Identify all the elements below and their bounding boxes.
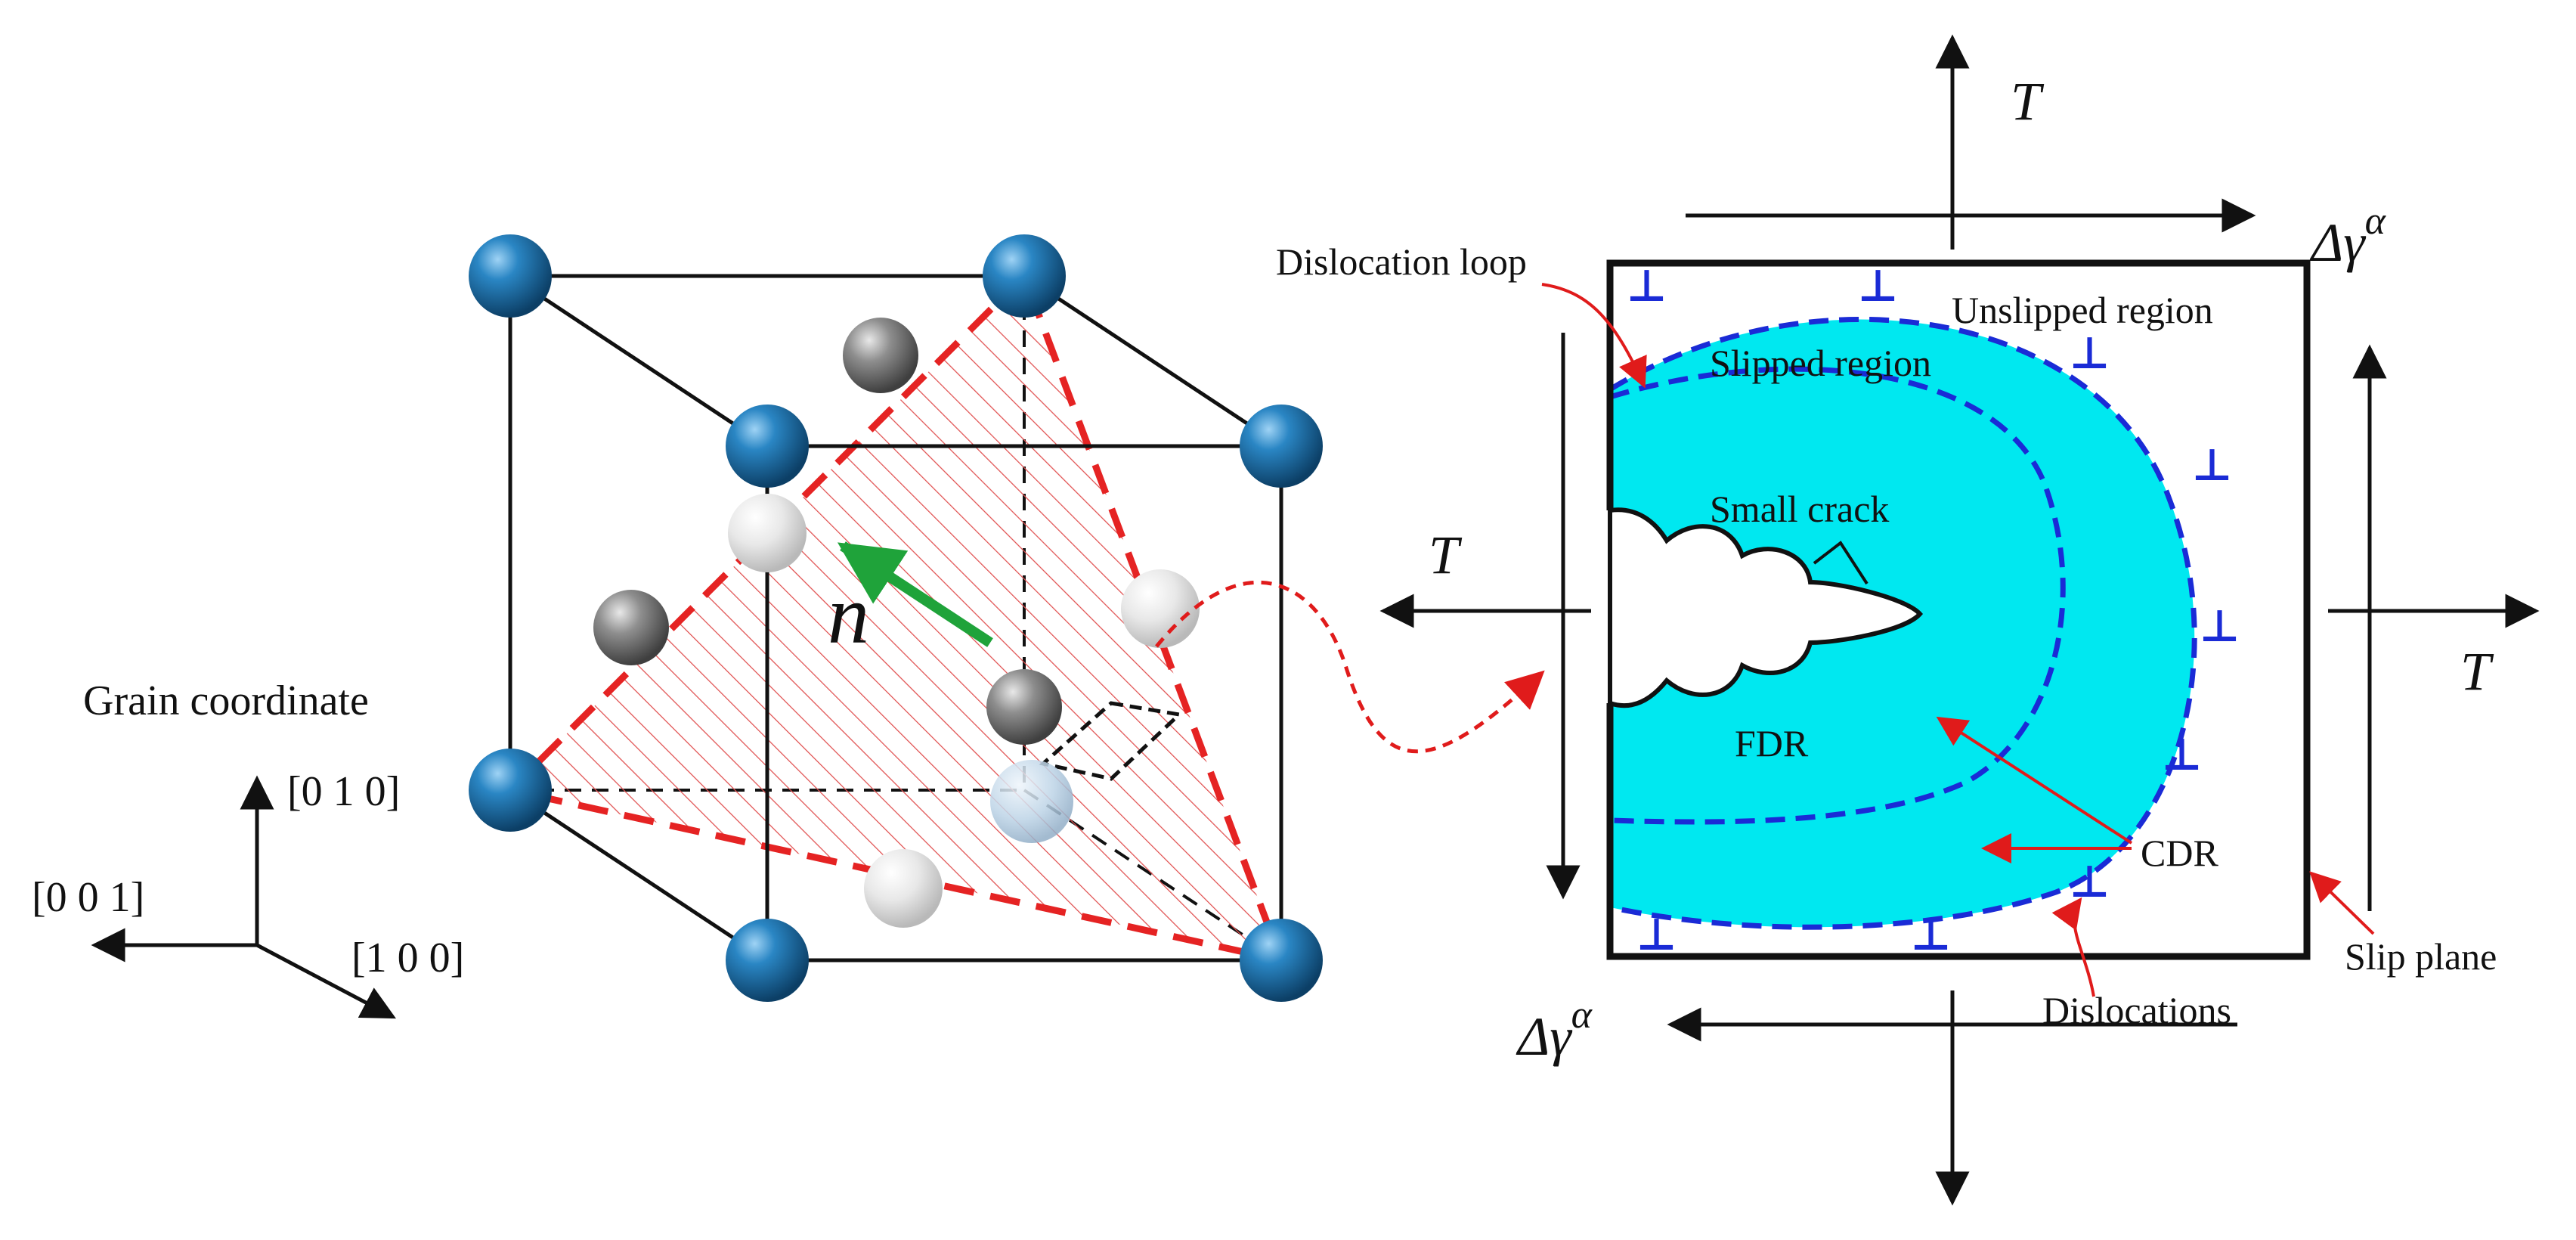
cell-front-edges (509, 274, 1283, 963)
corner-atom (726, 405, 809, 488)
shear-bottom-base: Δγ (1516, 1006, 1572, 1067)
dislocation-symbol: ⊥ (1627, 260, 1667, 312)
corner-atom (983, 234, 1066, 318)
tension-right-label: T (2460, 641, 2494, 702)
load-arrows (1379, 34, 2540, 1206)
annotation-arrows (1541, 283, 2375, 997)
axis-100-arrow (255, 943, 396, 1019)
shear-top-sup: α (2365, 200, 2387, 243)
shear-top-label: Δγα (2309, 200, 2387, 273)
axis-100-label: [1 0 0] (351, 935, 464, 981)
tension-top-label: T (2011, 71, 2045, 132)
slip-plane-element (1039, 701, 1184, 781)
slipped-region-label: Slipped region (1710, 342, 1931, 384)
face-atom (864, 849, 943, 928)
dislocation-symbol: ⊥ (2192, 439, 2232, 491)
dislocations-pointer (2051, 897, 2095, 997)
corner-atom (1240, 919, 1323, 1002)
dislocation-loop-label: Dislocation loop (1276, 240, 1527, 283)
slip-plane-frame (1606, 259, 2311, 960)
corner-atom (469, 234, 552, 318)
unit-cell: n (469, 234, 1323, 1002)
axis-010-label: [0 1 0] (287, 768, 400, 815)
face-atom (1121, 569, 1200, 648)
unslipped-region-label: Unslipped region (1952, 289, 2213, 331)
dislocation-symbol: ⊥ (2200, 600, 2240, 652)
small-crack-label: Small crack (1710, 488, 1889, 530)
fdr-label: FDR (1735, 722, 1809, 764)
dislocation-symbol: ⊥ (2162, 729, 2202, 780)
dislocation-symbol: ⊥ (2070, 327, 2110, 379)
slip-plane-label: Slip plane (2345, 935, 2497, 978)
dislocation-symbol: ⊥ (1636, 909, 1677, 960)
grain-coordinate-axes: Grain coordinate [0 1 0] [0 0 1] [1 0 0] (32, 677, 464, 1019)
inner-dislocation-loop (1608, 366, 2066, 825)
dislocation-symbol: ⊥ (1911, 909, 1951, 960)
axis-001-label: [0 0 1] (32, 874, 144, 921)
outer-dislocation-loop (1608, 316, 2197, 930)
corner-atom (726, 919, 809, 1002)
face-atom (986, 669, 1062, 745)
dislocation-loop-pointer (1541, 283, 1647, 389)
face-atom (728, 494, 807, 572)
shear-bottom-label: Δγα (1516, 994, 1593, 1067)
dislocation-symbols: ⊥ ⊥ ⊥ ⊥ ⊥ ⊥ ⊥ ⊥ ⊥ (1627, 260, 2240, 960)
shear-top-base: Δγ (2309, 212, 2366, 273)
dislocation-symbol: ⊥ (1858, 260, 1898, 312)
cdr-pointer-inner (1936, 716, 2133, 845)
slip-plane-pointer (2309, 871, 2375, 935)
corner-atom (1240, 405, 1323, 488)
dislocation-symbol: ⊥ (2070, 856, 2110, 907)
grain-coordinate-title: Grain coordinate (83, 677, 369, 724)
face-atom (990, 760, 1073, 843)
crack-tip-marker (1813, 541, 1869, 585)
corner-atom (469, 749, 552, 832)
cdr-label: CDR (2141, 832, 2218, 874)
slip-plane-panel: ⊥ ⊥ ⊥ ⊥ ⊥ ⊥ ⊥ ⊥ ⊥ Unslipped region Slipp… (1276, 34, 2540, 1206)
tension-left-label: T (1429, 525, 1463, 585)
normal-label: n (828, 569, 869, 661)
cell-back-face (508, 274, 1283, 790)
small-crack (1608, 507, 1924, 708)
zoom-connector (1155, 580, 1545, 754)
normal-arrow (837, 541, 993, 647)
face-atom (593, 590, 669, 665)
face-atom (843, 318, 918, 393)
shear-bottom-sup: α (1571, 994, 1593, 1037)
